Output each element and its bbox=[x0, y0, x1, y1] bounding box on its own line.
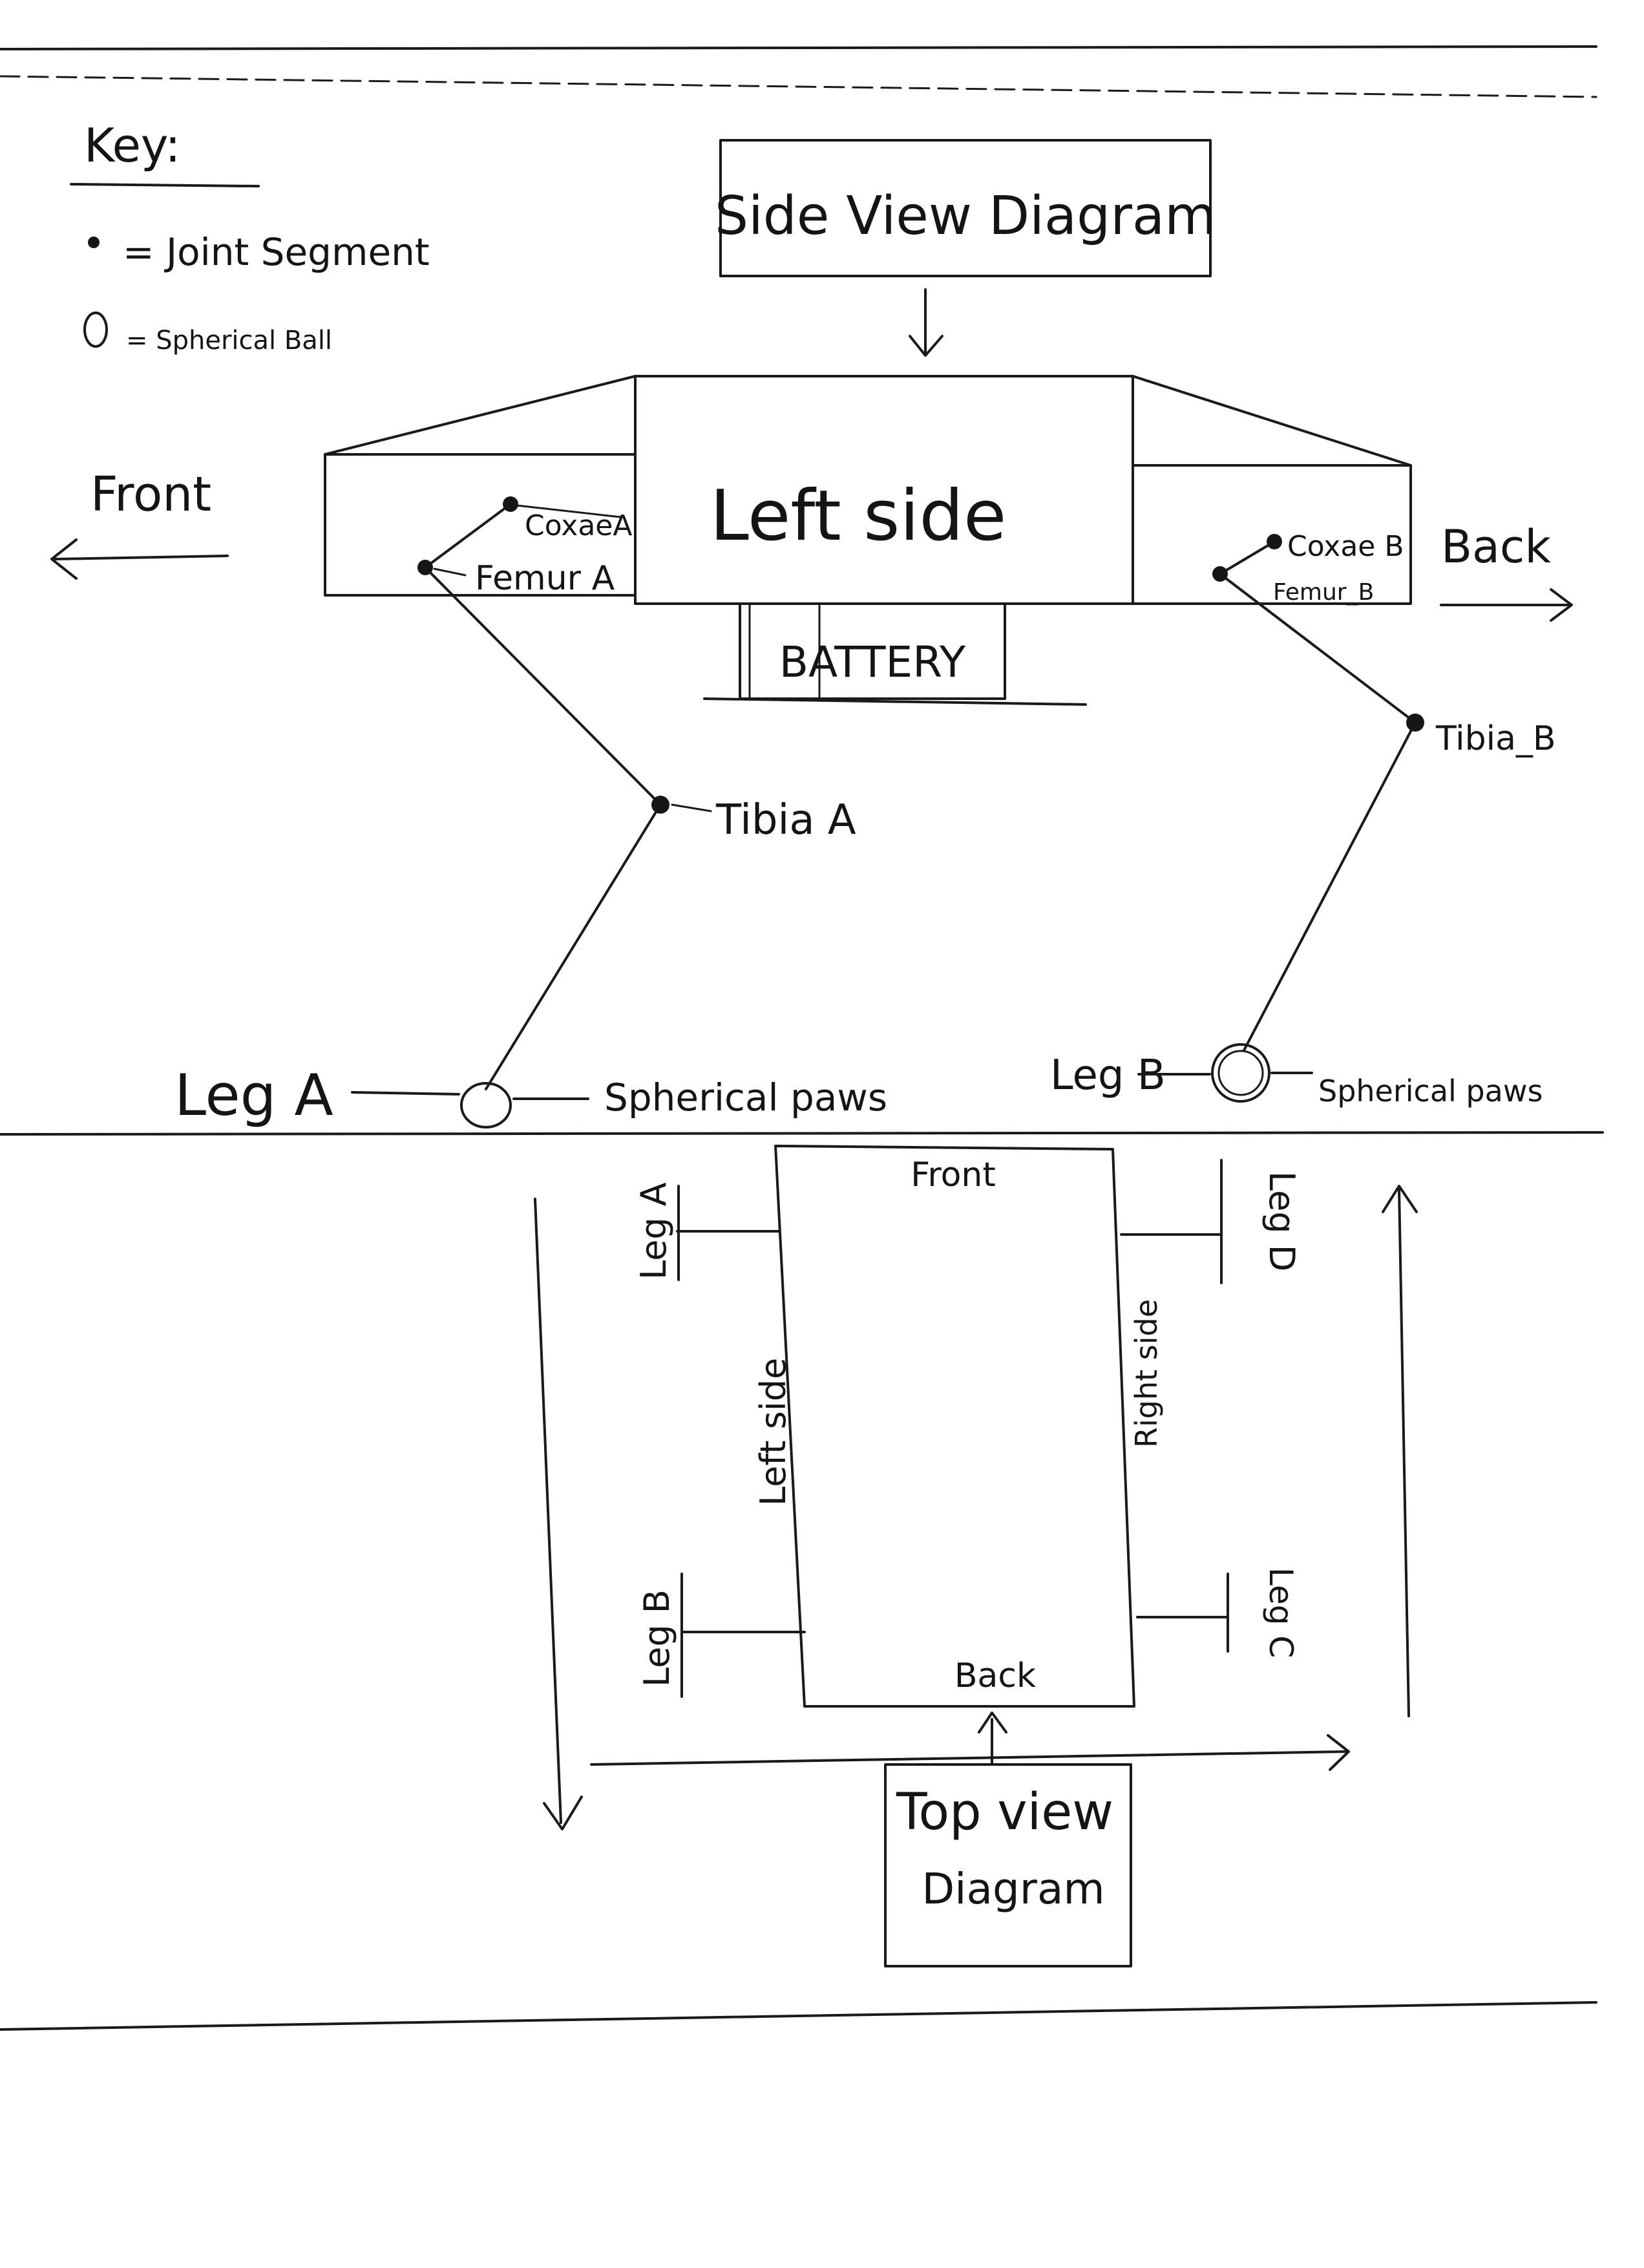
tibia-a-label: Tibia A bbox=[715, 796, 856, 844]
title-up-arrowhead-icon bbox=[978, 1712, 1007, 1733]
bottom-page-rule bbox=[0, 2001, 1597, 2031]
key-legend: Key: = Joint Segment = Spherical Ball bbox=[70, 118, 430, 355]
femur-b-link bbox=[1219, 573, 1417, 724]
side-view-title-box bbox=[719, 139, 1212, 277]
top-leg-d-label: Leg D bbox=[1261, 1171, 1302, 1271]
front-wing-slope bbox=[324, 375, 637, 456]
top-back-label: Back bbox=[954, 1657, 1036, 1695]
top-leg-b: Leg B bbox=[637, 1573, 806, 1698]
top-leg-a: Leg A bbox=[633, 1182, 780, 1281]
rear-wing-box bbox=[1132, 464, 1412, 605]
coxa-a-joint-icon bbox=[503, 496, 518, 512]
battery-pack: BATTERY bbox=[703, 602, 1087, 706]
front-arrow-icon bbox=[54, 555, 229, 560]
right-up-arrow-icon bbox=[1398, 1188, 1410, 1717]
top-leg-b-label: Leg B bbox=[637, 1589, 677, 1687]
top-view-body bbox=[774, 1145, 1135, 1708]
top-page-rule bbox=[0, 45, 1597, 50]
femur-b-joint-icon bbox=[1212, 566, 1228, 582]
top-view-title-line2: Diagram bbox=[922, 1864, 1104, 1914]
bottom-right-arrowhead-icon bbox=[1327, 1734, 1350, 1771]
coxa-b-label: Coxae B bbox=[1287, 530, 1404, 563]
battery-label: BATTERY bbox=[779, 637, 966, 687]
body-side-label: Left side bbox=[710, 476, 1007, 556]
side-view-title: Side View Diagram bbox=[715, 185, 1216, 247]
leg-b-spherical-paw-icon bbox=[1211, 1043, 1270, 1103]
top-leg-c-label: Leg C bbox=[1262, 1567, 1300, 1658]
leg-a-side: CoxaeA Femur A Tibia A Leg A Spherical p… bbox=[174, 496, 887, 1129]
front-wing-box bbox=[324, 453, 637, 597]
top-leg-c: Leg C bbox=[1136, 1567, 1300, 1658]
top-view-title-line1: Top view bbox=[896, 1783, 1113, 1841]
title-pointer-arrowhead-icon bbox=[909, 335, 943, 357]
femur-a-joint-icon bbox=[417, 560, 433, 575]
tibia-a-joint-icon bbox=[651, 796, 669, 814]
key-title: Key: bbox=[84, 118, 181, 173]
left-down-arrow-icon bbox=[534, 1198, 562, 1824]
femur-b-label: Femur_B bbox=[1273, 579, 1374, 606]
top-right-side-label: Right side bbox=[1129, 1299, 1164, 1448]
top-left-side-label: Left side bbox=[753, 1358, 794, 1506]
bottom-right-arrow-icon bbox=[590, 1750, 1349, 1766]
top-front-label: Front bbox=[911, 1156, 996, 1194]
top-view-diagram: Front Back Left side Right side Leg A Le… bbox=[534, 1145, 1418, 1967]
middle-divider-rule bbox=[0, 1131, 1604, 1136]
key-joint-label: = Joint Segment bbox=[123, 230, 430, 274]
coxa-b-link bbox=[1219, 540, 1276, 575]
back-arrowhead-icon bbox=[1550, 588, 1573, 622]
tibia-a-link bbox=[485, 803, 662, 1090]
femur-a-label: Femur A bbox=[475, 559, 615, 598]
top-leg-d: Leg D bbox=[1120, 1159, 1302, 1284]
key-underline bbox=[70, 183, 260, 187]
tibia-b-link bbox=[1243, 721, 1417, 1052]
coxa-b-joint-icon bbox=[1267, 534, 1282, 549]
back-label: Back bbox=[1441, 520, 1551, 573]
tibia-b-joint-icon bbox=[1406, 714, 1424, 732]
leg-a-pointer-arrow bbox=[351, 1091, 460, 1096]
tibia-b-label: Tibia_B bbox=[1435, 719, 1556, 758]
top-leg-a-label: Leg A bbox=[633, 1182, 674, 1280]
leg-a-spherical-paw-icon bbox=[460, 1082, 512, 1129]
key-ball-label: = Spherical Ball bbox=[126, 326, 332, 355]
leg-a-label: Leg A bbox=[174, 1062, 333, 1129]
leg-b-paw-label: Spherical paws bbox=[1318, 1074, 1543, 1108]
coxa-a-link bbox=[424, 503, 512, 569]
front-arrowhead-icon bbox=[50, 538, 78, 580]
joint-segment-icon bbox=[88, 237, 100, 248]
femur-a-link bbox=[424, 566, 662, 806]
spherical-ball-icon bbox=[83, 312, 108, 348]
leg-a-paw-label: Spherical paws bbox=[604, 1076, 887, 1119]
coxa-a-label: CoxaeA bbox=[525, 509, 632, 542]
faint-top-rule bbox=[0, 75, 1597, 98]
top-view-title-box bbox=[884, 1763, 1132, 1967]
left-down-arrowhead-icon bbox=[543, 1796, 583, 1830]
rear-wing-slope bbox=[1132, 375, 1412, 467]
side-view-diagram: Side View Diagram Left side BATTERY Fron… bbox=[50, 139, 1573, 1129]
front-label: Front bbox=[90, 467, 211, 522]
right-up-arrowhead-icon bbox=[1382, 1185, 1418, 1213]
leg-b-side: Coxae B Femur_B Tibia_B Leg B Spherical … bbox=[1050, 530, 1556, 1108]
